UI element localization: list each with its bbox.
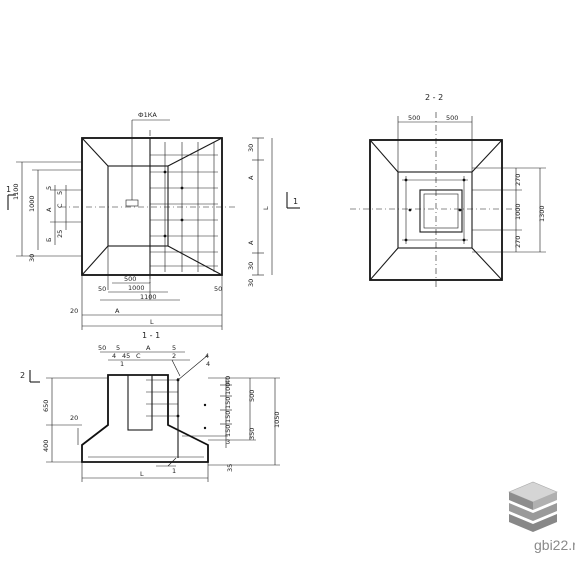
plan-dim-right: 30 [247,262,255,270]
section-dim-bottom: 35 [226,464,234,472]
section-dim-right: 150 [224,425,232,437]
section-dim-left: 650 [42,400,50,412]
section-dim-left: 400 [42,440,50,452]
plan-dim-bottom: 500 [124,275,136,283]
section-dim-right: 100 [224,383,232,395]
logo-icon [508,481,558,532]
plan-dim-bottom: L [150,318,154,326]
section-2-2-inner [397,171,473,249]
plan-dim-left: 25 [56,230,64,238]
plan-section-mark: 1 [6,185,11,194]
plan-dim-right: А [247,240,255,245]
section-dim-top: 50 [98,344,106,352]
plan-dim-left: 1000 [28,195,36,212]
section-2-2-dim-top: 500 [408,114,420,122]
section-dim-bottom: L [140,470,144,478]
plan-section-mark: 1 [293,197,298,206]
plan-dim-left: 1100 [12,183,20,200]
plan-dim-left: 30 [28,254,36,262]
plan-loop-label: Ф1КА [138,111,157,119]
section-dim-top: 5 [116,344,120,352]
section-2-2-dim-right: 1300 [538,205,546,222]
plan-dim-bottom: 1100 [140,293,157,301]
section-2-2-dim-right: 270 [514,236,522,248]
watermark-text: gbi22.ru [534,537,575,553]
plan-dim-left: С [56,203,64,208]
section-dim-top: 45 [122,352,130,360]
plan-dim-bottom: А [115,307,120,315]
plan-dim-right: 30 [247,279,255,287]
section-callout: 1 [172,467,176,475]
plan-dim-bottom: 50 [214,285,222,293]
plan-dim-bottom: 1000 [128,284,145,292]
plan-dim-bottom: 20 [70,307,78,315]
section-dim-top: С [136,352,141,360]
section-dim-top: 5 [172,344,176,352]
section-dim-right: 150 [224,411,232,423]
plan-dim-right: А [247,175,255,180]
plan-dim-left: Б [45,238,53,242]
section-dim-right: 1050 [273,411,281,428]
plan-dim-right: 30 [247,144,255,152]
section-dim-right: 150 [224,397,232,409]
section-callout: 4 [206,360,210,368]
plan-reinforcement-mesh [149,138,218,275]
plan-dim-bottom: 50 [98,285,106,293]
section-callout: 3 [226,438,230,446]
section-1-1: 1 - 1 50 5 А 5 4 45 С 2 4 650 400 20 [20,331,281,482]
section-2-2: 2 - 2 500 500 270 [350,93,546,290]
plan-dim-left: А [45,207,53,212]
plan-dim-left: 5 [45,186,53,190]
section-dim-right: 500 [248,390,256,402]
section-1-1-title: 1 - 1 [142,331,160,340]
section-outline [81,374,209,463]
section-2-2-dim-top: 500 [446,114,458,122]
section-2-2-dim-right: 270 [514,174,522,186]
section-dim-top: 4 [112,352,116,360]
section-dim-right: 350 [248,428,256,440]
section-dim-right: 40 [224,376,232,384]
section-dim-top: 2 [172,352,176,360]
plan-dim-left: 5 [56,191,64,195]
section-pocket [127,374,153,431]
section-1-1-mark: 2 [20,371,25,380]
plan-pocket [107,165,169,247]
section-dim-left: 20 [70,414,78,422]
plan-dim-right: L [262,206,270,210]
section-2-2-pocket [419,189,463,233]
plan-outer-square [81,137,223,276]
section-2-2-dim-right: 1000 [514,203,522,220]
section-2-2-title: 2 - 2 [425,93,443,102]
section-callout: 1 [120,360,124,368]
plan-view: Ф1КА 30 А L А 30 30 1 1100 1000 5 [6,111,300,330]
section-dim-top: А [146,344,151,352]
